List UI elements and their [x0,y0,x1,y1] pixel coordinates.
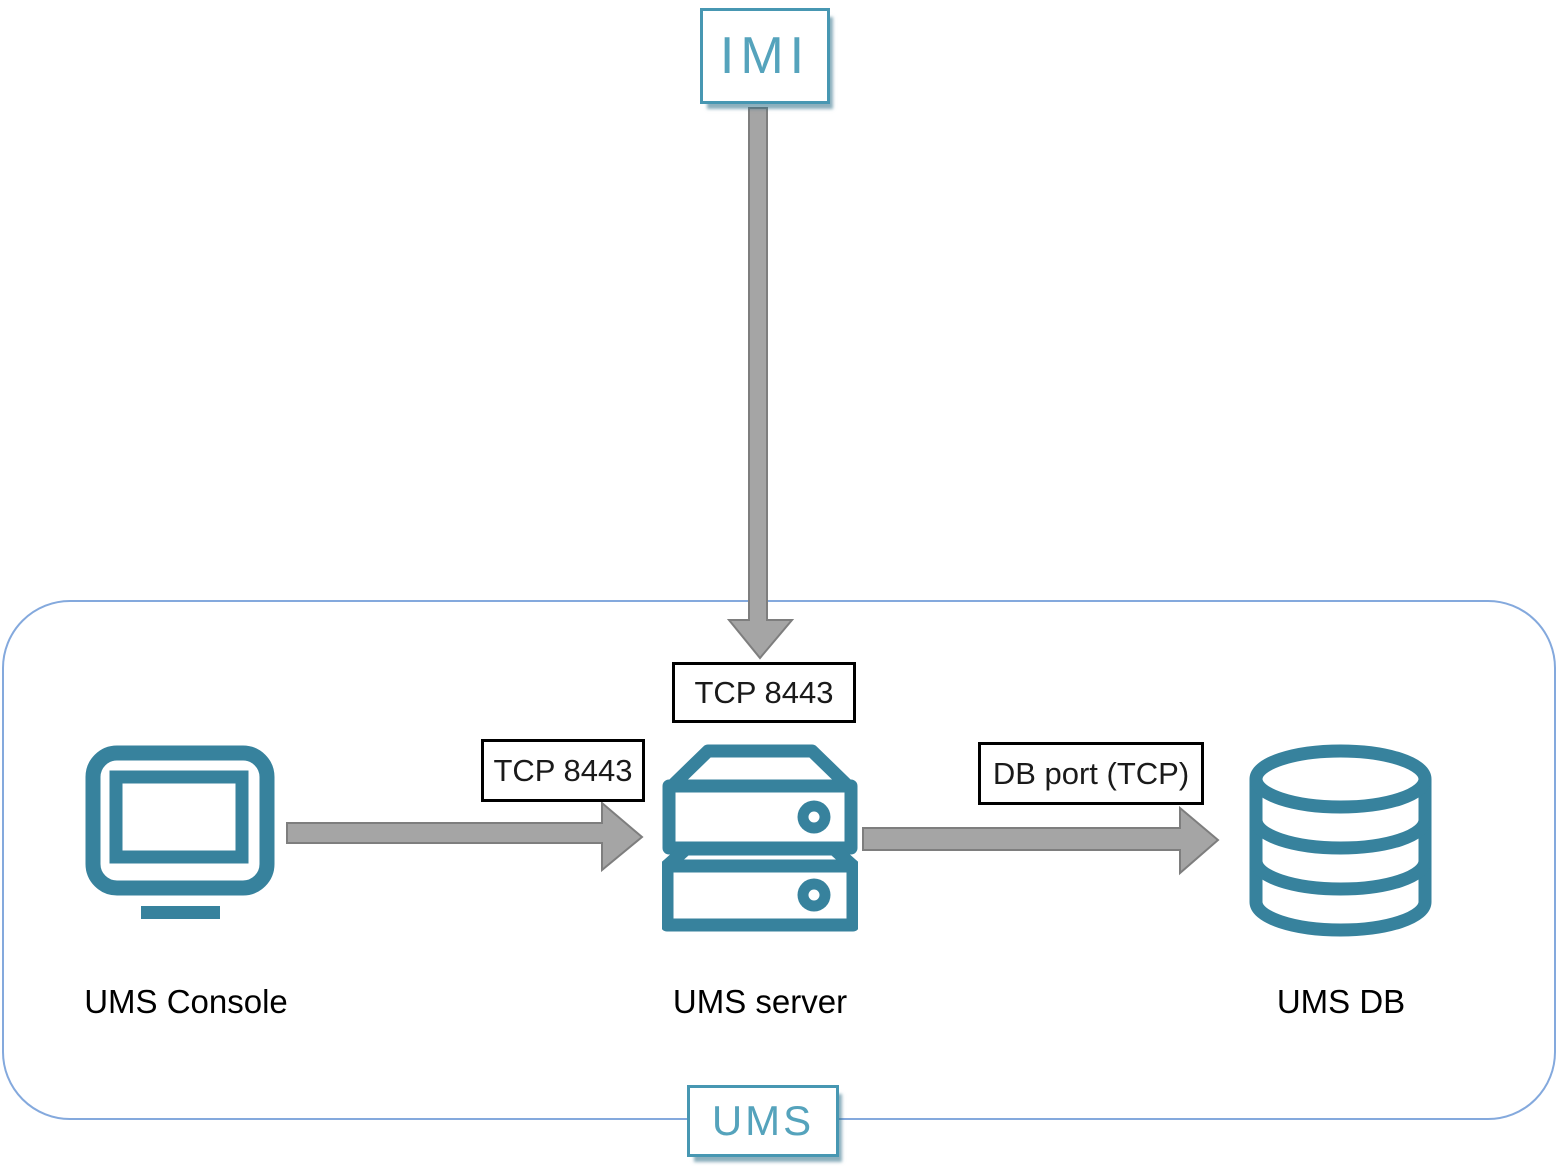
node-label-ums-db: UMS DB [1276,983,1406,1020]
node-label-ums-server: UMS server [672,983,848,1020]
arrow-console-to-server [286,800,644,873]
port-label-text: DB port (TCP) [992,755,1190,791]
ums-container-badge: UMS [687,1085,839,1157]
imi-node: IMI [700,8,830,104]
server-icon [662,744,858,932]
ums-container-label: UMS [711,1097,815,1144]
port-label-text: TCP 8443 [694,674,834,710]
port-label-console-server: TCP 8443 [481,739,645,802]
arrow-server-to-db [862,805,1220,876]
port-label-server-db: DB port (TCP) [978,742,1204,805]
monitor-icon [85,745,275,919]
port-label-text: TCP 8443 [493,752,633,788]
imi-node-label: IMI [719,27,811,85]
node-label-ums-console: UMS Console [84,983,288,1020]
database-icon [1249,744,1432,937]
port-label-imi-server: TCP 8443 [672,662,856,723]
arrow-imi-to-server [726,107,795,660]
